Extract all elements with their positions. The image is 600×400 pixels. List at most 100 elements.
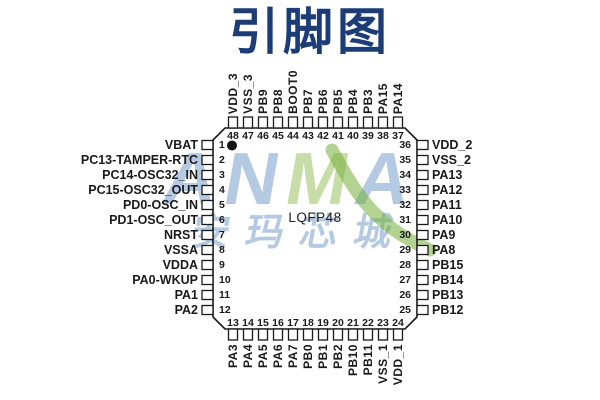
pin-label-text: PA7	[286, 344, 300, 368]
pin-number: 3	[219, 169, 225, 181]
pin-square	[416, 184, 429, 196]
pin-label-text: PB4	[346, 89, 360, 114]
pin-label-text: PA6	[271, 344, 285, 368]
pin-label: PA14	[390, 56, 407, 114]
pin-label-text: PB6	[316, 89, 330, 114]
pin-label: PA13	[432, 167, 463, 182]
pin-number: 26	[399, 289, 411, 301]
pin-number: 20	[332, 317, 344, 329]
pin-label-text: PB2	[331, 344, 345, 369]
pin-label: PA1	[174, 287, 198, 302]
pin-label: VSS_2	[432, 152, 471, 167]
watermark-swoosh	[325, 143, 437, 257]
pin-label-text: VDD_1	[391, 344, 405, 386]
pin-number: 32	[399, 199, 411, 211]
pin-number: 43	[302, 130, 314, 142]
pin-number: 46	[257, 130, 269, 142]
pin-square	[201, 274, 214, 286]
pin-square	[201, 184, 214, 196]
pin-label: PA10	[432, 212, 463, 227]
pin-label: NRST	[163, 227, 198, 242]
pin-square	[287, 116, 299, 129]
pin-square	[416, 199, 429, 211]
pin-square	[416, 214, 429, 226]
pin-square	[416, 154, 429, 166]
pin-label-text: PA5	[256, 344, 270, 368]
pin-number: 33	[399, 184, 411, 196]
pin-number: 25	[399, 304, 411, 316]
pin-number: 17	[287, 317, 299, 329]
pin-label: PA12	[432, 182, 463, 197]
pin-label: PB14	[432, 272, 464, 287]
pin-square	[392, 328, 404, 341]
pin-label: PA0-WKUP	[132, 272, 198, 287]
pin-label-text: PB11	[361, 344, 375, 376]
pin-square	[227, 328, 239, 341]
pin-number: 44	[287, 130, 299, 142]
pin-label: VSSA	[163, 242, 198, 257]
pin-square	[416, 139, 429, 151]
pin-number: 35	[399, 154, 411, 166]
pin-number: 14	[242, 317, 254, 329]
pin-label: PA8	[432, 242, 456, 257]
pin-square	[242, 328, 254, 341]
pin-square	[201, 169, 214, 181]
pin-number: 19	[317, 317, 329, 329]
pin-number: 9	[219, 259, 225, 271]
pin-square	[201, 229, 214, 241]
pin-label-text: PA4	[241, 344, 255, 368]
pin-number: 4	[219, 184, 225, 196]
pin-number: 11	[219, 289, 231, 301]
pin-square	[287, 328, 299, 341]
pin-square	[362, 116, 374, 129]
pin-label-text: PB7	[301, 89, 315, 114]
pin-number: 29	[399, 244, 411, 256]
pin-number: 18	[302, 317, 314, 329]
pin-label-text: VSS_3	[241, 74, 255, 114]
pin-label-text: PB5	[331, 89, 345, 114]
pin-square	[272, 328, 284, 341]
pin-label-text: PB8	[271, 89, 285, 114]
pin-square	[362, 328, 374, 341]
pin-number: 40	[347, 130, 359, 142]
pin-number: 30	[399, 229, 411, 241]
pin-square	[416, 259, 429, 271]
pin-square	[377, 328, 389, 341]
pin-number: 13	[227, 317, 239, 329]
pin-label-text: BOOT0	[286, 70, 300, 114]
pin-number: 12	[219, 304, 231, 316]
pin-label: PB12	[432, 302, 464, 317]
pin-square	[317, 116, 329, 129]
pin-square	[332, 328, 344, 341]
pin-label: PA9	[432, 227, 456, 242]
pin-square	[272, 116, 284, 129]
pin-number: 41	[332, 130, 344, 142]
pin-square	[201, 244, 214, 256]
pin-label: PA2	[174, 302, 198, 317]
pin-square	[392, 116, 404, 129]
pin-number: 38	[377, 130, 389, 142]
pin-label-text: PB0	[301, 344, 315, 369]
pin-square	[347, 116, 359, 129]
pin-square	[416, 274, 429, 286]
pin-number: 22	[362, 317, 374, 329]
pin-number: 5	[219, 199, 225, 211]
pin-square	[347, 328, 359, 341]
pin-square	[332, 116, 344, 129]
pin-square	[416, 244, 429, 256]
pin-square	[257, 328, 269, 341]
pin-label: VBAT	[164, 137, 198, 152]
pin-square	[416, 289, 429, 301]
pin-square	[201, 139, 214, 151]
pin-square	[257, 116, 269, 129]
pin-label: VDD_2	[432, 137, 473, 152]
pin-square	[416, 169, 429, 181]
pin-number: 27	[399, 274, 411, 286]
pin-label-text: VSS_1	[376, 344, 390, 384]
pin-label: VDD_1	[390, 344, 407, 400]
pin-square	[377, 116, 389, 129]
pin-label: PC13-TAMPER-RTC	[80, 152, 198, 167]
pin-square	[201, 289, 214, 301]
pin-number: 36	[399, 139, 411, 151]
